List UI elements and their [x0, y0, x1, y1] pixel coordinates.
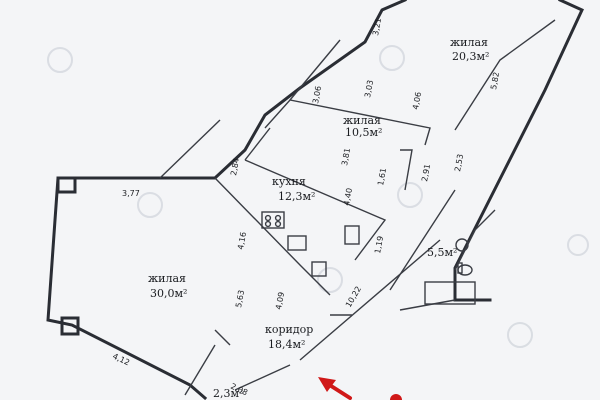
room-living-big-area: 30,0м²: [150, 287, 187, 300]
room-kitchen-area: 12,3м²: [278, 190, 315, 203]
dimension-label: 3,81: [340, 147, 352, 166]
dimension-label: 3,03: [363, 79, 375, 98]
watermark-stamps: [47, 45, 589, 348]
dimension-label: 10,22: [344, 285, 363, 309]
kitchen-fixtures: [261, 211, 360, 277]
sink-icon: [287, 235, 307, 251]
interior-walls: [159, 19, 556, 396]
dimension-label: 2,91: [420, 163, 432, 182]
dimension-label: 2,84: [229, 157, 241, 176]
dimension-label: 1,19: [373, 235, 385, 254]
room-living-top-right-name: жилая: [450, 36, 488, 49]
dimension-label: 5,63: [234, 289, 246, 308]
room-kitchen-name: кухня: [272, 175, 306, 188]
dimension-label: 4,16: [236, 231, 248, 250]
dimension-label: 2,53: [453, 153, 465, 172]
room-bathroom-area: 5,5м²: [427, 246, 457, 259]
washbasin-icon: [455, 238, 469, 252]
room-corridor-area: 18,4м²: [268, 338, 305, 351]
bathroom-fixtures: [424, 238, 476, 305]
dimension-label: 1,61: [376, 167, 388, 186]
exterior-walls: [46, 0, 584, 400]
bathtub-icon: [424, 281, 476, 305]
dimension-label: 3,77: [122, 189, 140, 198]
room-corridor-name: коридор: [265, 323, 313, 336]
dimension-label: 5,82: [489, 71, 501, 90]
dimension-label: 4,40: [342, 187, 354, 206]
room-balcony-area: 2,3м²: [213, 387, 243, 400]
room-living-mid-name: жилая: [343, 114, 381, 127]
stove-icon: [261, 211, 285, 229]
dimension-label: 3,21: [371, 17, 383, 36]
red-arrow-icon: [318, 377, 402, 400]
dimension-label: 4,09: [274, 291, 286, 310]
room-living-mid-area: 10,5м²: [345, 126, 382, 139]
dimension-label: 4,06: [411, 91, 423, 110]
room-living-big-name: жилая: [148, 272, 186, 285]
dimension-label: 3,06: [311, 85, 323, 104]
room-living-top-right-area: 20,3м²: [452, 50, 489, 63]
